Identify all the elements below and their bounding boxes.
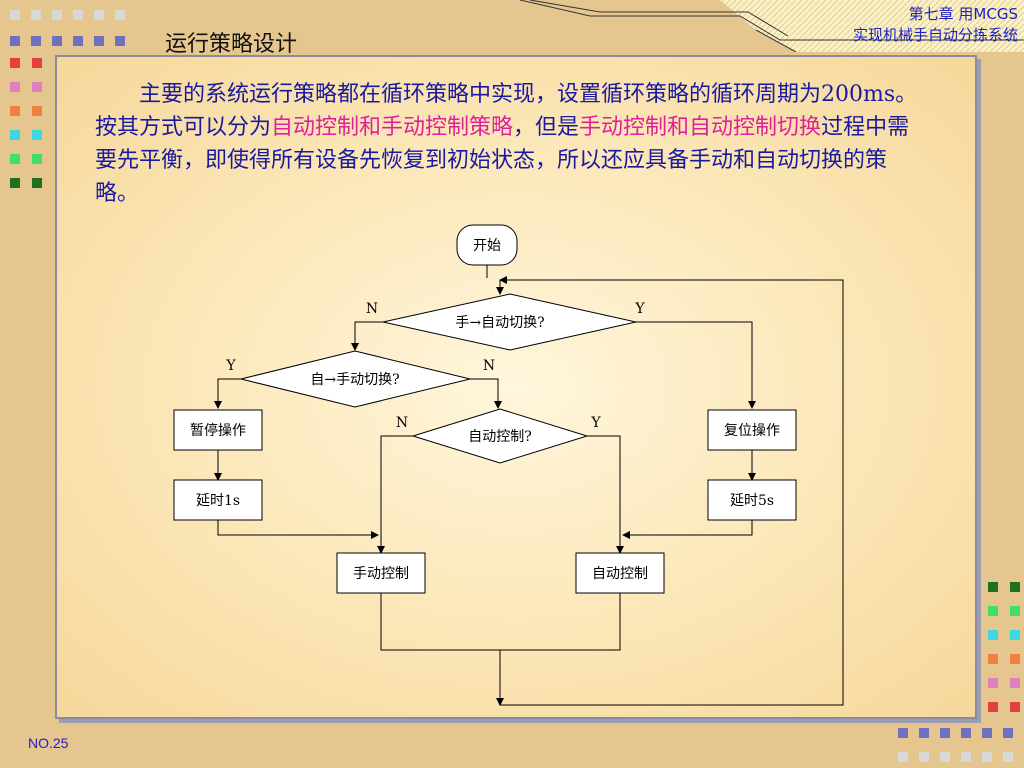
decorative-square [988, 606, 998, 616]
reset-label: 复位操作 [724, 422, 780, 439]
auto-control-label: 自动控制 [592, 566, 648, 582]
decorative-square [1010, 630, 1020, 640]
decorative-square [982, 728, 992, 738]
auto-control-box [575, 552, 665, 594]
decision-auto-to-manual-label: 自→手动切换? [310, 371, 399, 388]
decorative-square [32, 178, 42, 188]
chapter-heading: 第七章 用MCGS 实现机械手自动分拣系统 [853, 4, 1018, 46]
decorative-square [10, 130, 20, 140]
para-highlight-1: 自动控制和手动控制策略 [271, 115, 514, 140]
decorative-square [988, 630, 998, 640]
decorative-square [940, 752, 950, 762]
decorative-square [32, 130, 42, 140]
decorative-square [1010, 702, 1020, 712]
decorative-square [94, 10, 104, 20]
decorative-square [10, 82, 20, 92]
decorative-square [31, 10, 41, 20]
decorative-square [73, 10, 83, 20]
decorative-square [919, 752, 929, 762]
decision-auto-to-manual [240, 350, 471, 408]
decorative-square [961, 752, 971, 762]
para-text-a: 主要的系统运行策略都在循环策略中实现，设置循环策略的循环周期为200ms。按其方… [95, 82, 918, 140]
decorative-square [32, 82, 42, 92]
para-highlight-2: 手动控制和自动控制切换 [579, 115, 822, 140]
decorative-square [32, 106, 42, 116]
decorative-square [115, 10, 125, 20]
branch-label-n2: N [483, 358, 495, 374]
branch-label-n1: N [366, 301, 378, 317]
decision-manual-to-auto-label: 手→自动切换? [455, 314, 544, 331]
decorative-square [1010, 654, 1020, 664]
start-label: 开始 [473, 238, 501, 254]
delay-5s-label: 延时5s [730, 493, 774, 509]
manual-control-box [336, 552, 426, 594]
decorative-square [32, 58, 42, 68]
header-banner [520, 0, 1024, 52]
para-text-b: ，但是 [513, 115, 580, 140]
edge-manual-merge [380, 593, 500, 651]
decision-auto-control [411, 408, 589, 464]
decorative-square [10, 178, 20, 188]
decorative-square [10, 154, 20, 164]
decorative-square [94, 36, 104, 46]
chapter-line-2: 实现机械手自动分拣系统 [852, 26, 1018, 44]
decorative-square [1010, 582, 1020, 592]
branch-label-y1: Y [634, 301, 645, 317]
decorative-square [940, 728, 950, 738]
edge-d3-n [377, 435, 413, 554]
pause-box [173, 409, 263, 451]
delay-1s-box [173, 479, 263, 521]
decorative-square [10, 106, 20, 116]
branch-label-n3: N [396, 415, 408, 431]
decorative-square [1010, 606, 1020, 616]
delay-1s-label: 延时1s [196, 493, 240, 509]
decorative-square [988, 582, 998, 592]
decorative-square [32, 154, 42, 164]
decorative-square [31, 36, 41, 46]
decision-auto-control-label: 自动控制? [468, 429, 532, 445]
decorative-square [988, 654, 998, 664]
start-terminal [456, 224, 518, 266]
manual-control-label: 手动控制 [353, 566, 409, 582]
decorative-square [919, 728, 929, 738]
edge-d1-n [351, 321, 383, 351]
edge-delay5s-auto [622, 520, 753, 539]
decorative-square [52, 10, 62, 20]
content-panel [55, 55, 977, 719]
edge-delay1s-manual [217, 520, 379, 539]
edge-auto-merge [500, 593, 621, 651]
description-paragraph: 主要的系统运行策略都在循环策略中实现，设置循环策略的循环周期为200ms。按其方… [95, 78, 925, 210]
pause-label: 暂停操作 [190, 422, 246, 439]
para-text-c: 过程中需要先平衡，即使得所有设备先恢复到初始状态，所以还应具备手动和自动切换的策… [95, 115, 910, 206]
decorative-square [10, 58, 20, 68]
decorative-square [52, 36, 62, 46]
decorative-square [1010, 678, 1020, 688]
decorative-square [10, 10, 20, 20]
edge-d3-y [587, 435, 624, 554]
decorative-square [73, 36, 83, 46]
decorative-square [988, 678, 998, 688]
page-number: NO.25 [28, 735, 69, 751]
chapter-line-1: 第七章 用MCGS [908, 5, 1018, 23]
slide-title: 运行策略设计 [165, 32, 298, 57]
delay-5s-box [707, 479, 797, 521]
decorative-square [1003, 752, 1013, 762]
decorative-square [961, 728, 971, 738]
branch-label-y2: Y [225, 358, 236, 374]
decorative-square [982, 752, 992, 762]
decorative-square [1003, 728, 1013, 738]
reset-box [707, 409, 797, 451]
decorative-square [115, 36, 125, 46]
decorative-square [10, 36, 20, 46]
decorative-square [898, 728, 908, 738]
decorative-square [898, 752, 908, 762]
branch-label-y3: Y [590, 415, 601, 431]
decision-manual-to-auto [382, 293, 637, 351]
edge-d2-y [214, 378, 241, 409]
edge-d2-n [470, 378, 502, 409]
decorative-square [988, 702, 998, 712]
edge-d1-y [636, 321, 756, 409]
